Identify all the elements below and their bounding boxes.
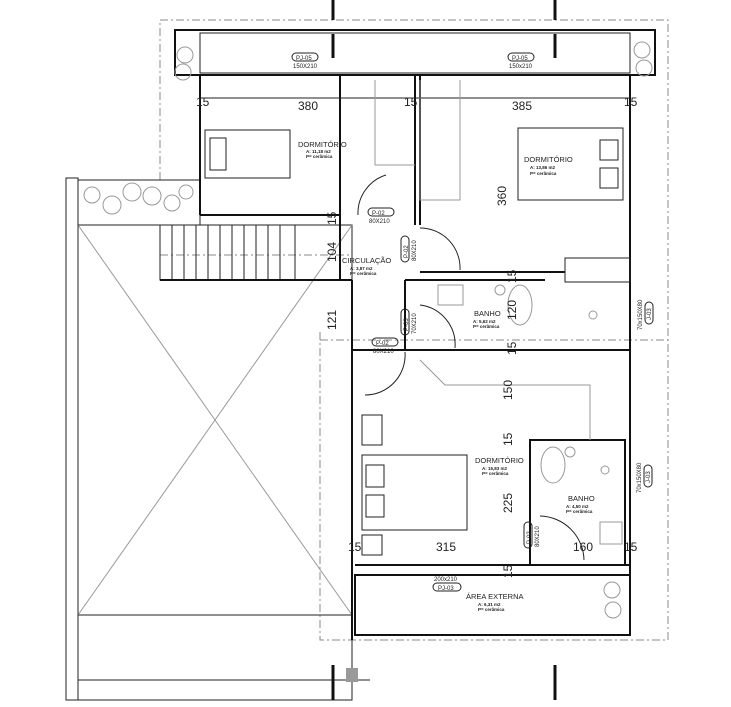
tag-pj05-2: PJ-05 150x210 — [507, 52, 535, 70]
dimension-label: 15 — [505, 269, 519, 283]
fixtures — [437, 284, 623, 545]
planter — [77, 179, 201, 226]
tag-p02-1: P-02 80X210 — [367, 207, 395, 225]
dimension-label: 15 — [624, 540, 638, 554]
svg-text:P= cerâmica: P= cerâmica — [566, 509, 593, 514]
dimension-label: 150 — [501, 380, 515, 400]
svg-text:A: 4,50 m2: A: 4,50 m2 — [566, 504, 589, 509]
doors — [357, 174, 585, 561]
dimension-label: 15 — [505, 341, 519, 355]
svg-text:A: 15,83 m2: A: 15,83 m2 — [482, 466, 508, 471]
svg-text:P= cerâmica: P= cerâmica — [306, 154, 333, 159]
svg-text:P-02: P-02 — [527, 531, 533, 544]
svg-text:150x210: 150x210 — [509, 64, 533, 70]
dimension-label: 225 — [501, 493, 515, 513]
dimension-label: 104 — [325, 242, 339, 262]
svg-text:ÁREA EXTERNA: ÁREA EXTERNA — [466, 592, 524, 601]
dimension-label: 315 — [436, 540, 456, 554]
walls — [174, 29, 656, 640]
svg-text:A: 11,18 m2: A: 11,18 m2 — [306, 149, 331, 154]
column-marker — [346, 668, 358, 682]
stairs — [159, 224, 352, 281]
svg-text:BANHO: BANHO — [568, 494, 595, 503]
svg-text:A: 3,87 m2: A: 3,87 m2 — [350, 266, 373, 271]
dimension-label: 15 — [501, 432, 515, 446]
svg-text:P-03: P-03 — [404, 318, 410, 331]
svg-text:200x210: 200x210 — [434, 577, 458, 583]
svg-text:PJ-03: PJ-03 — [438, 586, 454, 592]
svg-text:CIRCULAÇÃO: CIRCULAÇÃO — [342, 256, 391, 265]
svg-text:P= cerâmica: P= cerâmica — [482, 471, 509, 476]
dimension-label: 385 — [512, 99, 532, 113]
svg-text:P= cerâmica: P= cerâmica — [350, 271, 377, 276]
tag-pj05-1: PJ-05 150X210 — [291, 52, 319, 70]
svg-text:70x150X80: 70x150X80 — [637, 462, 643, 493]
svg-text:DORMITÓRIO: DORMITÓRIO — [298, 140, 347, 149]
svg-text:P= cerâmica: P= cerâmica — [478, 607, 505, 612]
dimension-label: 120 — [505, 300, 519, 320]
dimensions: 380 15 385 15 15 360 15 104 121 15 120 1… — [196, 95, 638, 578]
svg-text:80X210: 80X210 — [412, 240, 418, 261]
svg-text:A: 5,62 m2: A: 5,62 m2 — [473, 319, 496, 324]
svg-text:150X210: 150X210 — [293, 64, 318, 70]
dimension-label: 160 — [573, 540, 593, 554]
svg-text:A: 13,86 m2: A: 13,86 m2 — [530, 165, 556, 170]
svg-text:80X210: 80X210 — [369, 219, 390, 225]
svg-text:80X210: 80X210 — [535, 526, 541, 547]
svg-text:DORMITÓRIO: DORMITÓRIO — [524, 155, 573, 164]
svg-text:80X210: 80X210 — [373, 349, 394, 355]
dimension-label: 15 — [196, 95, 210, 109]
dimension-label: 15 — [624, 95, 638, 109]
beds — [204, 127, 624, 556]
dimension-label: 121 — [325, 310, 339, 330]
svg-text:P-02: P-02 — [404, 245, 410, 258]
svg-text:70X210: 70X210 — [412, 313, 418, 334]
tag-p02-3: P-02 80X210 — [371, 337, 399, 355]
dimension-label: 15 — [348, 540, 362, 554]
svg-text:P= cerâmica: P= cerâmica — [530, 171, 557, 176]
dimension-label: 15 — [404, 95, 418, 109]
svg-text:DORMITÓRIO: DORMITÓRIO — [475, 456, 524, 465]
svg-text:P-02: P-02 — [376, 341, 389, 347]
svg-text:PJ-05: PJ-05 — [512, 56, 528, 62]
svg-text:J-03: J-03 — [647, 308, 653, 320]
dimension-label: 15 — [501, 564, 515, 578]
svg-text:P-02: P-02 — [372, 211, 385, 217]
dimension-label: 360 — [495, 186, 509, 206]
dimension-label: 15 — [325, 211, 339, 225]
svg-text:PJ-05: PJ-05 — [296, 56, 312, 62]
section-markers — [331, 0, 557, 700]
svg-text:P= cerâmica: P= cerâmica — [473, 324, 500, 329]
svg-text:J-03: J-03 — [646, 471, 652, 483]
svg-text:70x150X80: 70x150X80 — [638, 299, 644, 330]
svg-text:A: 6,31 m2: A: 6,31 m2 — [478, 602, 501, 607]
dimension-label: 380 — [298, 99, 318, 113]
svg-text:BANHO: BANHO — [474, 309, 501, 318]
